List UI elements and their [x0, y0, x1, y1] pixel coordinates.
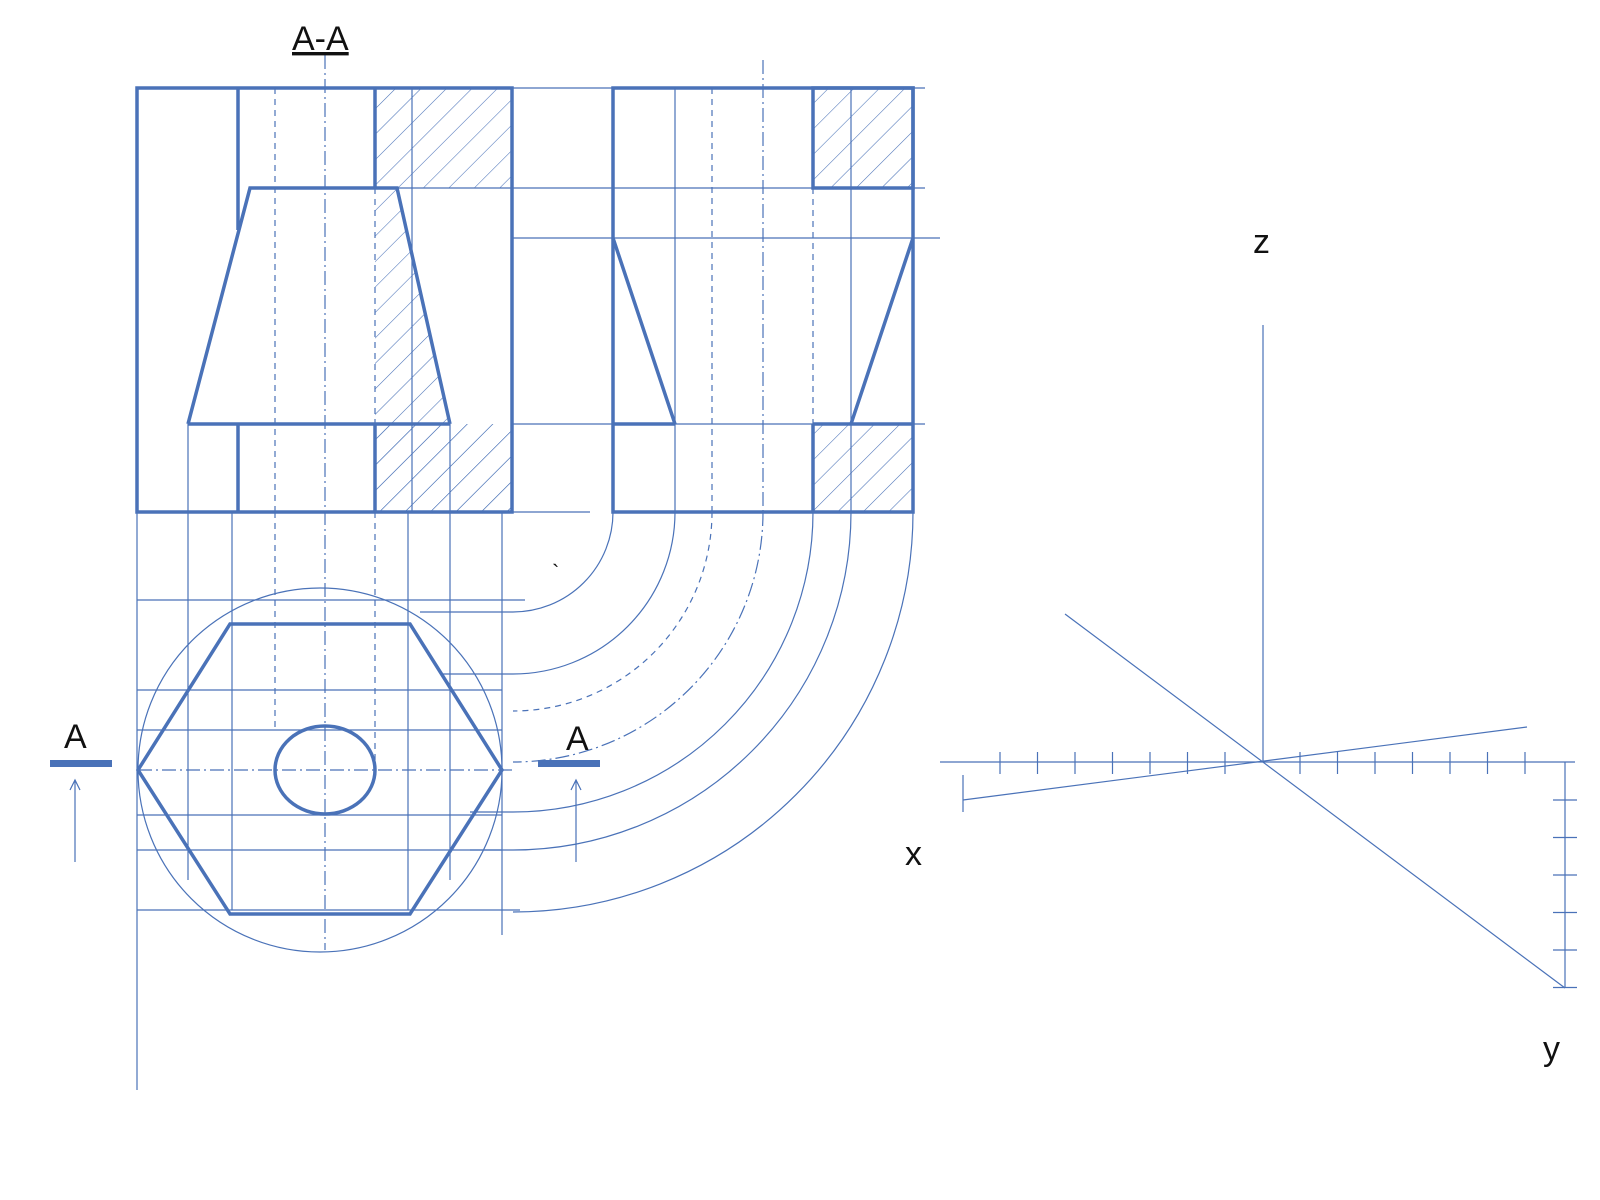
axis-label-x: x	[905, 835, 922, 873]
cut-label-left: A	[64, 718, 87, 756]
side-view	[397, 60, 940, 514]
top-view	[135, 512, 525, 1090]
cut-marker-right: A	[538, 720, 600, 862]
cut-label-right: A	[566, 720, 589, 758]
axis-ticks-horizontal	[999, 752, 1526, 774]
hexagon-outline	[135, 622, 505, 916]
front-section-view: A-A	[135, 20, 514, 950]
axis-label-y: y	[1543, 1030, 1560, 1068]
tapered-cavity	[186, 186, 452, 425]
axis-ticks-vertical	[1553, 799, 1577, 989]
stray-mark: `	[552, 560, 559, 585]
y-axis	[1064, 613, 1566, 989]
cut-marker-left: A	[50, 718, 112, 862]
axis-label-z: z	[1253, 223, 1270, 261]
hatch-side-upper	[813, 88, 913, 188]
section-title: A-A	[292, 20, 349, 58]
hatch-front-lower	[375, 424, 512, 512]
axonometric-axes: z x y	[905, 223, 1577, 1068]
x-axis	[962, 726, 1528, 801]
transfer-arcs: `	[420, 511, 914, 913]
hatch-side-lower	[813, 424, 913, 512]
